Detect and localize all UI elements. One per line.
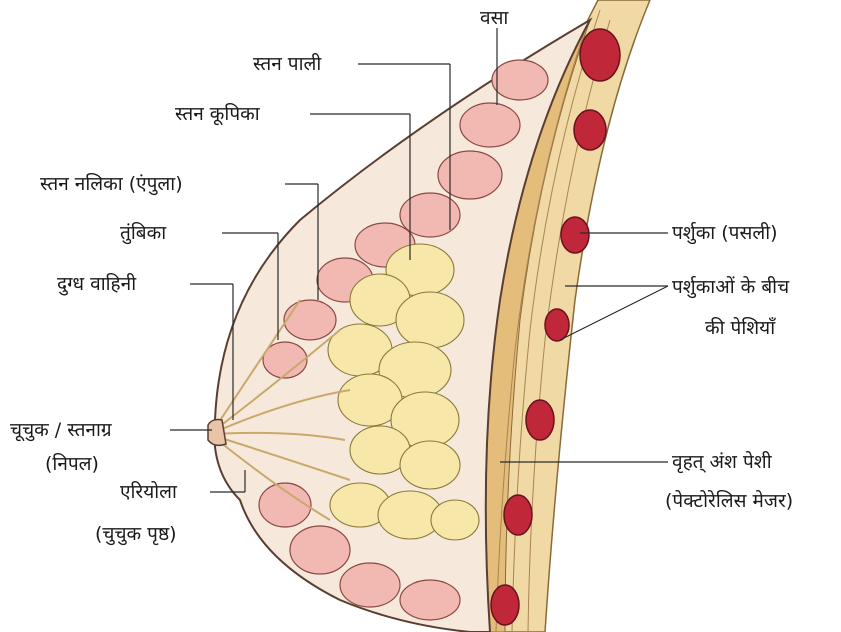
label-pectoralis: वृहत् अंश पेशी: [672, 450, 773, 474]
label-ampulla: स्तन नलिका (एंपुला): [40, 172, 183, 196]
label-rib: पर्शुका (पसली): [672, 221, 778, 245]
label-areola-sub: (चुचुक पृष्ठ): [95, 523, 177, 546]
label-fat: वसा: [480, 7, 509, 29]
label-alveoli: स्तन कूपिका: [175, 102, 261, 126]
label-lobe: स्तन पाली: [253, 52, 322, 75]
label-tubule: तुंबिका: [120, 221, 167, 245]
label-intercostal: पर्शुकाओं के बीच: [672, 275, 790, 299]
label-nipple-en: (निपल): [45, 452, 99, 475]
nipple: [208, 420, 226, 446]
label-areola: एरियोला: [120, 480, 178, 503]
label-pectoralis-en: (पेक्टोरेलिस मेजर): [665, 489, 793, 512]
label-nipple: चूचुक / स्तनाग्र: [10, 419, 112, 442]
label-milk-duct: दुग्ध वाहिनी: [57, 272, 137, 296]
label-intercostal-2: की पेशियाँ: [705, 316, 776, 339]
